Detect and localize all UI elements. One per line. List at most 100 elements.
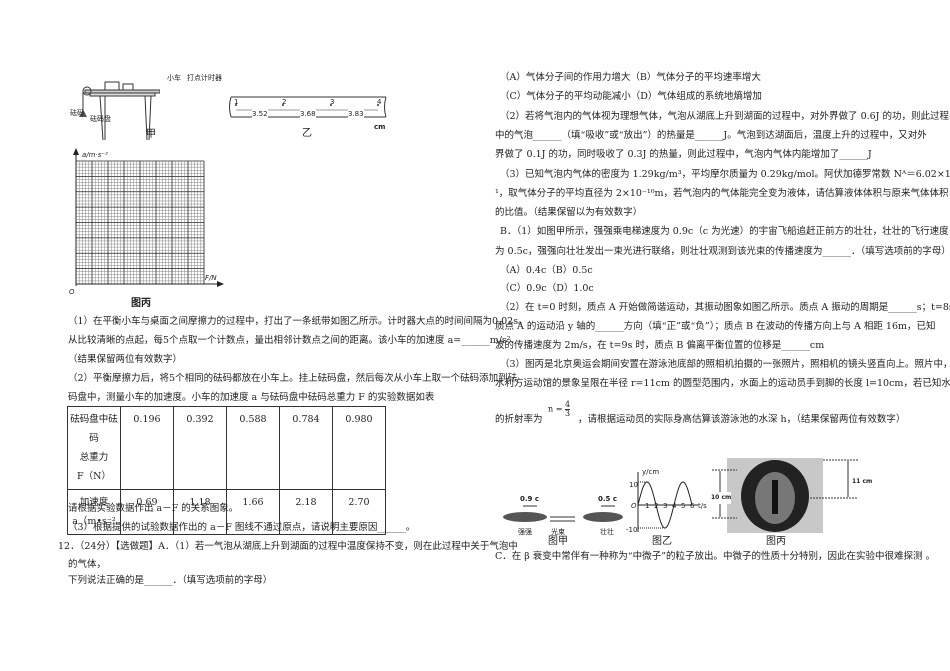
table-cell: 2.70 xyxy=(332,489,386,535)
right-line: （3）图丙是北京奥运会期间安置在游泳池底部的照相机拍摄的一张照片，照相机的镜头竖… xyxy=(500,359,950,370)
caption-r-bing: 图丙 xyxy=(766,536,786,547)
table-header-force: 砝码盘中砝码 总重力 F（N） xyxy=(67,406,121,490)
label-pan: 砝码盘 xyxy=(90,115,111,123)
q12-line-3: 下列说法正确的是______．（填写选项前的字母） xyxy=(68,575,273,586)
apparatus-figure xyxy=(79,81,160,140)
tape-point-2: 2 xyxy=(282,98,287,106)
q12-line-1: 12．（24分）【选做题】A．（1）若一气泡从湖底上升到湖面的过程中温度保持不变… xyxy=(58,541,518,552)
grid-origin: O xyxy=(69,288,75,296)
table-cell: 0.69 xyxy=(120,489,174,535)
grid-x-label: F/N xyxy=(205,274,217,282)
right-line: （A）气体分子间的作用力增大（B）气体分子的平均速率增大 xyxy=(500,72,761,83)
ship2-label: 壮壮 xyxy=(600,528,614,536)
caption-jia: 甲 xyxy=(146,129,156,140)
q3-line: （3）根据提供的试验数据作出的 a－F 图线不通过原点，请说明主要原因_____… xyxy=(68,522,416,533)
q2-line-2: 码盘中，测量小车的加速度。小车的加速度 a 与砝码盘中砝码总重力 F 的实验数据… xyxy=(68,392,435,403)
table-cell: 0.980 xyxy=(332,406,386,490)
photo-l-label: 10 cm xyxy=(711,492,732,504)
caption-bing: 图丙 xyxy=(131,298,151,309)
tape-distance-1: 3.52 xyxy=(252,108,268,120)
right-line: ¹，取气体分子的平均直径为 2×10⁻¹⁰m，若气泡内的气体能完全变为液体，请估… xyxy=(495,188,949,199)
label-weight: 砝码 xyxy=(70,109,84,117)
osc-tick-label: 4 xyxy=(672,502,677,510)
right-line: （C）气体分子的平均动能减小（D）气体组成的系统地熵增加 xyxy=(500,91,762,102)
right-line: B．（1）如图甲所示，强强乘电梯速度为 0.9c（c 为光速）的宇宙飞船追赶正前… xyxy=(500,226,949,237)
osc-tick-label: 3 xyxy=(663,502,668,510)
data-table: 砝码盘中砝码 总重力 F（N） 0.196 0.392 0.588 0.784 … xyxy=(67,406,386,535)
refraction-prefix: 的折射率为 xyxy=(495,414,543,425)
caption-r-yi: 图乙 xyxy=(652,536,672,547)
right-line: （2）在 t=0 时刻，质点 A 开始做简谐运动，其振动图象如图乙所示。质点 A… xyxy=(500,302,950,313)
sine-curve xyxy=(637,481,693,529)
text-line: 请根据实验数据作出 a－F 的关系图象。 xyxy=(68,503,239,514)
velocity-1: 0.9 c xyxy=(520,495,539,503)
tape-unit: cm xyxy=(374,123,386,131)
table-cell: 0.588 xyxy=(226,406,280,490)
table-row-acceleration: 加速度 a（m•s⁻² 0.69 1.18 1.66 2.18 2.70 xyxy=(67,489,386,535)
spaceships-figure xyxy=(503,505,623,522)
osc-y-min: -10 xyxy=(626,526,638,534)
osc-tick-label: 2 xyxy=(654,502,659,510)
right-line: （2）若将气泡内的气体视为理想气体，气泡从湖底上升到湖面的过程中，对外界做了 0… xyxy=(500,111,950,122)
right-line: （3）已知气泡内气体的密度为 1.29kg/m³，平均摩尔质量为 0.29kg/… xyxy=(500,169,950,180)
tape-distance-3: 3.83 xyxy=(348,108,364,120)
osc-y-label: y/cm xyxy=(642,468,660,476)
oscillation-graph xyxy=(637,472,698,532)
right-line: 为 0.5c，强强向壮壮发出一束光进行联络，则壮壮观测到该光束的传播速度为___… xyxy=(495,246,950,257)
formula-n: n = xyxy=(548,404,563,414)
q12-line-2: 的气体， xyxy=(68,559,107,570)
table-cell: 0.392 xyxy=(173,406,227,490)
refraction-suffix: ，请根据运动员的实际身高估算该游泳池的水深 h，（结果保留两位有效数字） xyxy=(578,414,906,425)
table-cell: 0.196 xyxy=(120,406,174,490)
question-c-line: C．在 β 衰变中常伴有一种称为“中微子”的粒子放出。中微子的性质十分特别，因此… xyxy=(495,551,936,562)
header-text: 总重力 xyxy=(79,452,109,463)
label-car: 小车 xyxy=(167,74,181,82)
osc-tick-label: 1 xyxy=(645,502,650,510)
right-line: 波的传播速度为 2m/s，在 t=9s 时，质点 B 偏离平衡位置的位移是___… xyxy=(495,340,825,351)
table-cell: 2.18 xyxy=(279,489,333,535)
photo-r-label: 11 cm xyxy=(852,478,873,485)
grid-y-label: a/m·s⁻² xyxy=(82,151,108,159)
tape-point-1: 1 xyxy=(234,98,239,106)
photo-dimension-lines xyxy=(712,459,858,519)
refraction-formula: n = 4 3 xyxy=(548,400,571,418)
q1-line-3: （结果保留两位有效数字） xyxy=(68,354,183,365)
label-timer: 打点计时器 xyxy=(187,74,222,82)
table-row-force: 砝码盘中砝码 总重力 F（N） 0.196 0.392 0.588 0.784 … xyxy=(67,406,386,490)
ship1-label: 强强 xyxy=(518,528,532,536)
osc-origin: O xyxy=(631,502,637,510)
tape-point-4: 4 xyxy=(377,98,382,106)
right-line: （C）0.9c（D）1.0c xyxy=(500,283,594,294)
formula-denominator: 3 xyxy=(564,409,571,418)
right-line: 中的气泡______（填“吸收”或“放出”）的热量是______J。气泡到达湖面… xyxy=(495,130,927,141)
right-line: （A）0.4c（B）0.5c xyxy=(500,265,593,276)
q2-line-1: （2）平衡摩擦力后，将5个相同的砝码都放在小车上。挂上砝码盘，然后每次从小车上取… xyxy=(68,373,518,384)
right-line: 质点 A 的运动沿 y 轴的______方向（填“正”或“负”）；质点 B 在波… xyxy=(495,321,936,332)
osc-y-max: 10 xyxy=(629,481,638,489)
right-line: 水利方运动馆的景象呈限在半径 r=11cm 的圆型范围内，水面上的运动员手到脚的… xyxy=(495,378,950,389)
header-text: a（m•s⁻² xyxy=(72,516,116,527)
tape-distance-2: 3.68 xyxy=(300,108,316,120)
tape-point-3: 3 xyxy=(330,98,335,106)
table-cell: 1.18 xyxy=(173,489,227,535)
caption-r-jia: 图甲 xyxy=(548,536,568,547)
formula-numerator: 4 xyxy=(564,400,571,410)
osc-tick-label: 5 xyxy=(681,502,686,510)
velocity-2: 0.5 c xyxy=(598,495,617,503)
osc-x-label: t/s xyxy=(698,502,707,510)
caption-yi: 乙 xyxy=(302,128,312,139)
osc-tick-label: 6 xyxy=(690,502,695,510)
table-header-acceleration: 加速度 a（m•s⁻² xyxy=(67,489,121,535)
header-text: F（N） xyxy=(77,471,111,482)
right-line: 界做了 0.1J 的功，同时吸收了 0.3J 的热量，则此过程中，气泡内气体内能… xyxy=(495,149,872,160)
right-line: 的比值。（结果保留以为有效数字） xyxy=(495,207,643,218)
graph-grid xyxy=(73,148,224,287)
q1-line-1: （1）在平衡小车与桌面之间摩擦力的过程中，打出了一条纸带如图乙所示。计时器大点的… xyxy=(68,316,528,327)
header-text: 砝码盘中砝码 xyxy=(70,414,118,444)
pool-photo xyxy=(727,458,823,533)
light-label: 光束 xyxy=(551,528,565,536)
q1-line-2: 从比较清晰的点起，每5个点取一个计数点，量出相邻计数点之间的距离。该小车的加速度… xyxy=(68,335,514,346)
table-cell: 0.784 xyxy=(279,406,333,490)
header-text: 加速度 xyxy=(79,497,109,508)
